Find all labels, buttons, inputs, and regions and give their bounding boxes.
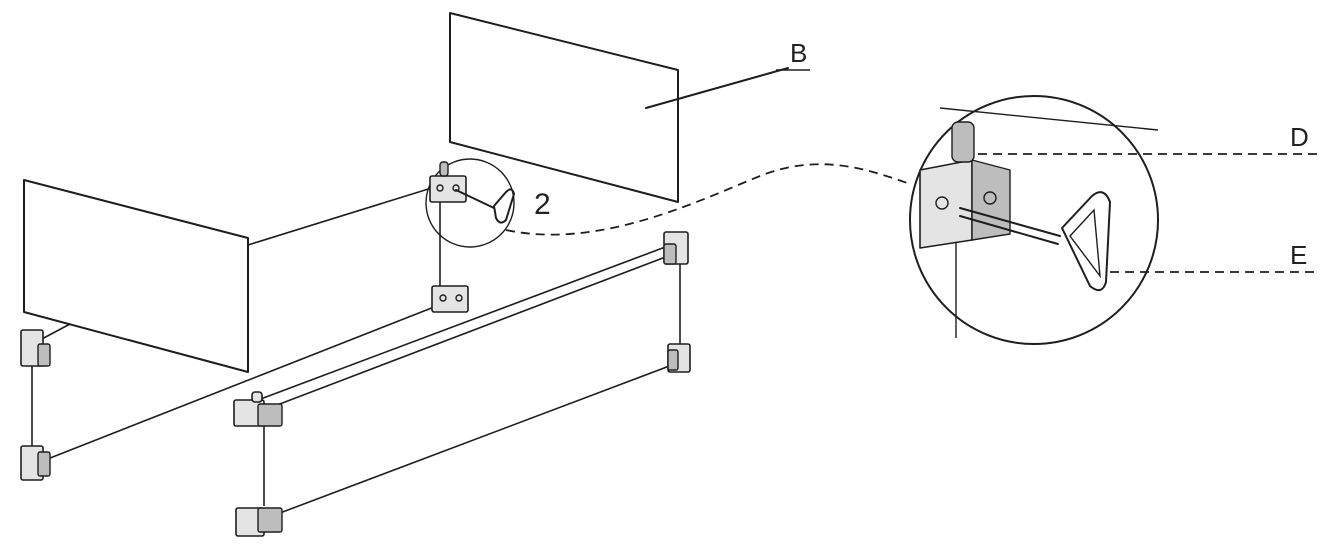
- detail-circle-small: [425, 158, 515, 248]
- clamp-middle: [431, 285, 469, 313]
- small-clamp-with-key: [429, 161, 515, 224]
- clamp-front-top-left: [233, 391, 283, 427]
- clamp-front-bottom-left: [235, 507, 283, 537]
- clamp-front-bottom-right: [667, 343, 691, 373]
- magnified-clamp-assembly: [919, 107, 1159, 338]
- label-d: D: [1290, 122, 1309, 152]
- detail-connector-line: [505, 163, 911, 236]
- left-glass-frame: [31, 185, 453, 463]
- clamp-left-top: [20, 329, 51, 367]
- front-glass-panel: [257, 242, 681, 517]
- left-panel: [23, 179, 249, 373]
- clamp-front-top-right: [663, 231, 689, 265]
- label-b: B: [790, 38, 807, 68]
- clamp-left-bottom: [20, 445, 51, 481]
- panel-b: [449, 12, 679, 203]
- label-detail-2: 2: [534, 188, 551, 221]
- label-e: E: [1290, 240, 1307, 270]
- leader-b: [645, 67, 789, 109]
